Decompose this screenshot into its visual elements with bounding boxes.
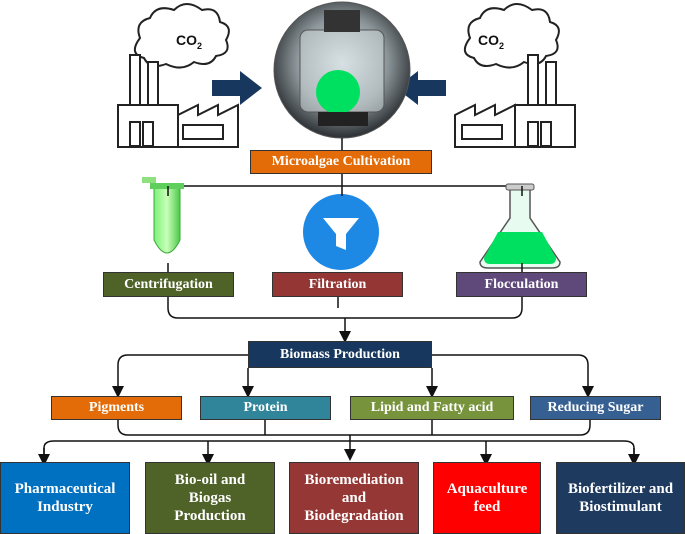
co2-label-left: CO2 [176, 32, 203, 51]
centrifuge-tube-icon [142, 177, 184, 254]
right-factory-icon [454, 3, 576, 148]
centrifugation-box: Centrifugation [103, 272, 234, 297]
application-box-biooil: Bio-oil and Biogas Production [145, 462, 275, 534]
left-factory-icon [117, 3, 239, 148]
biomass-box: Biomass Production [248, 341, 432, 368]
photobioreactor-icon [273, 1, 411, 139]
cultivation-box: Microalgae Cultivation [250, 150, 432, 174]
application-box-aquaculture: Aquaculture feed [433, 462, 541, 534]
product-box-protein: Protein [200, 396, 331, 420]
product-box-lipid: Lipid and Fatty acid [350, 396, 514, 420]
left-arrow-icon [212, 71, 262, 105]
filtration-box: Filtration [272, 272, 403, 297]
product-box-pigments: Pigments [51, 396, 182, 420]
co2-label-right: CO2 [478, 32, 505, 51]
product-box-sugar: Reducing Sugar [530, 396, 661, 420]
filter-funnel-icon [303, 194, 379, 270]
flocculation-box: Flocculation [456, 272, 587, 297]
application-box-pharmaceutical: Pharmaceutical Industry [0, 462, 130, 534]
flask-icon [479, 183, 561, 269]
application-box-bioremediation: Bioremediation and Biodegradation [289, 462, 419, 534]
application-box-biofertilizer: Biofertilizer and Biostimulant [556, 462, 685, 534]
